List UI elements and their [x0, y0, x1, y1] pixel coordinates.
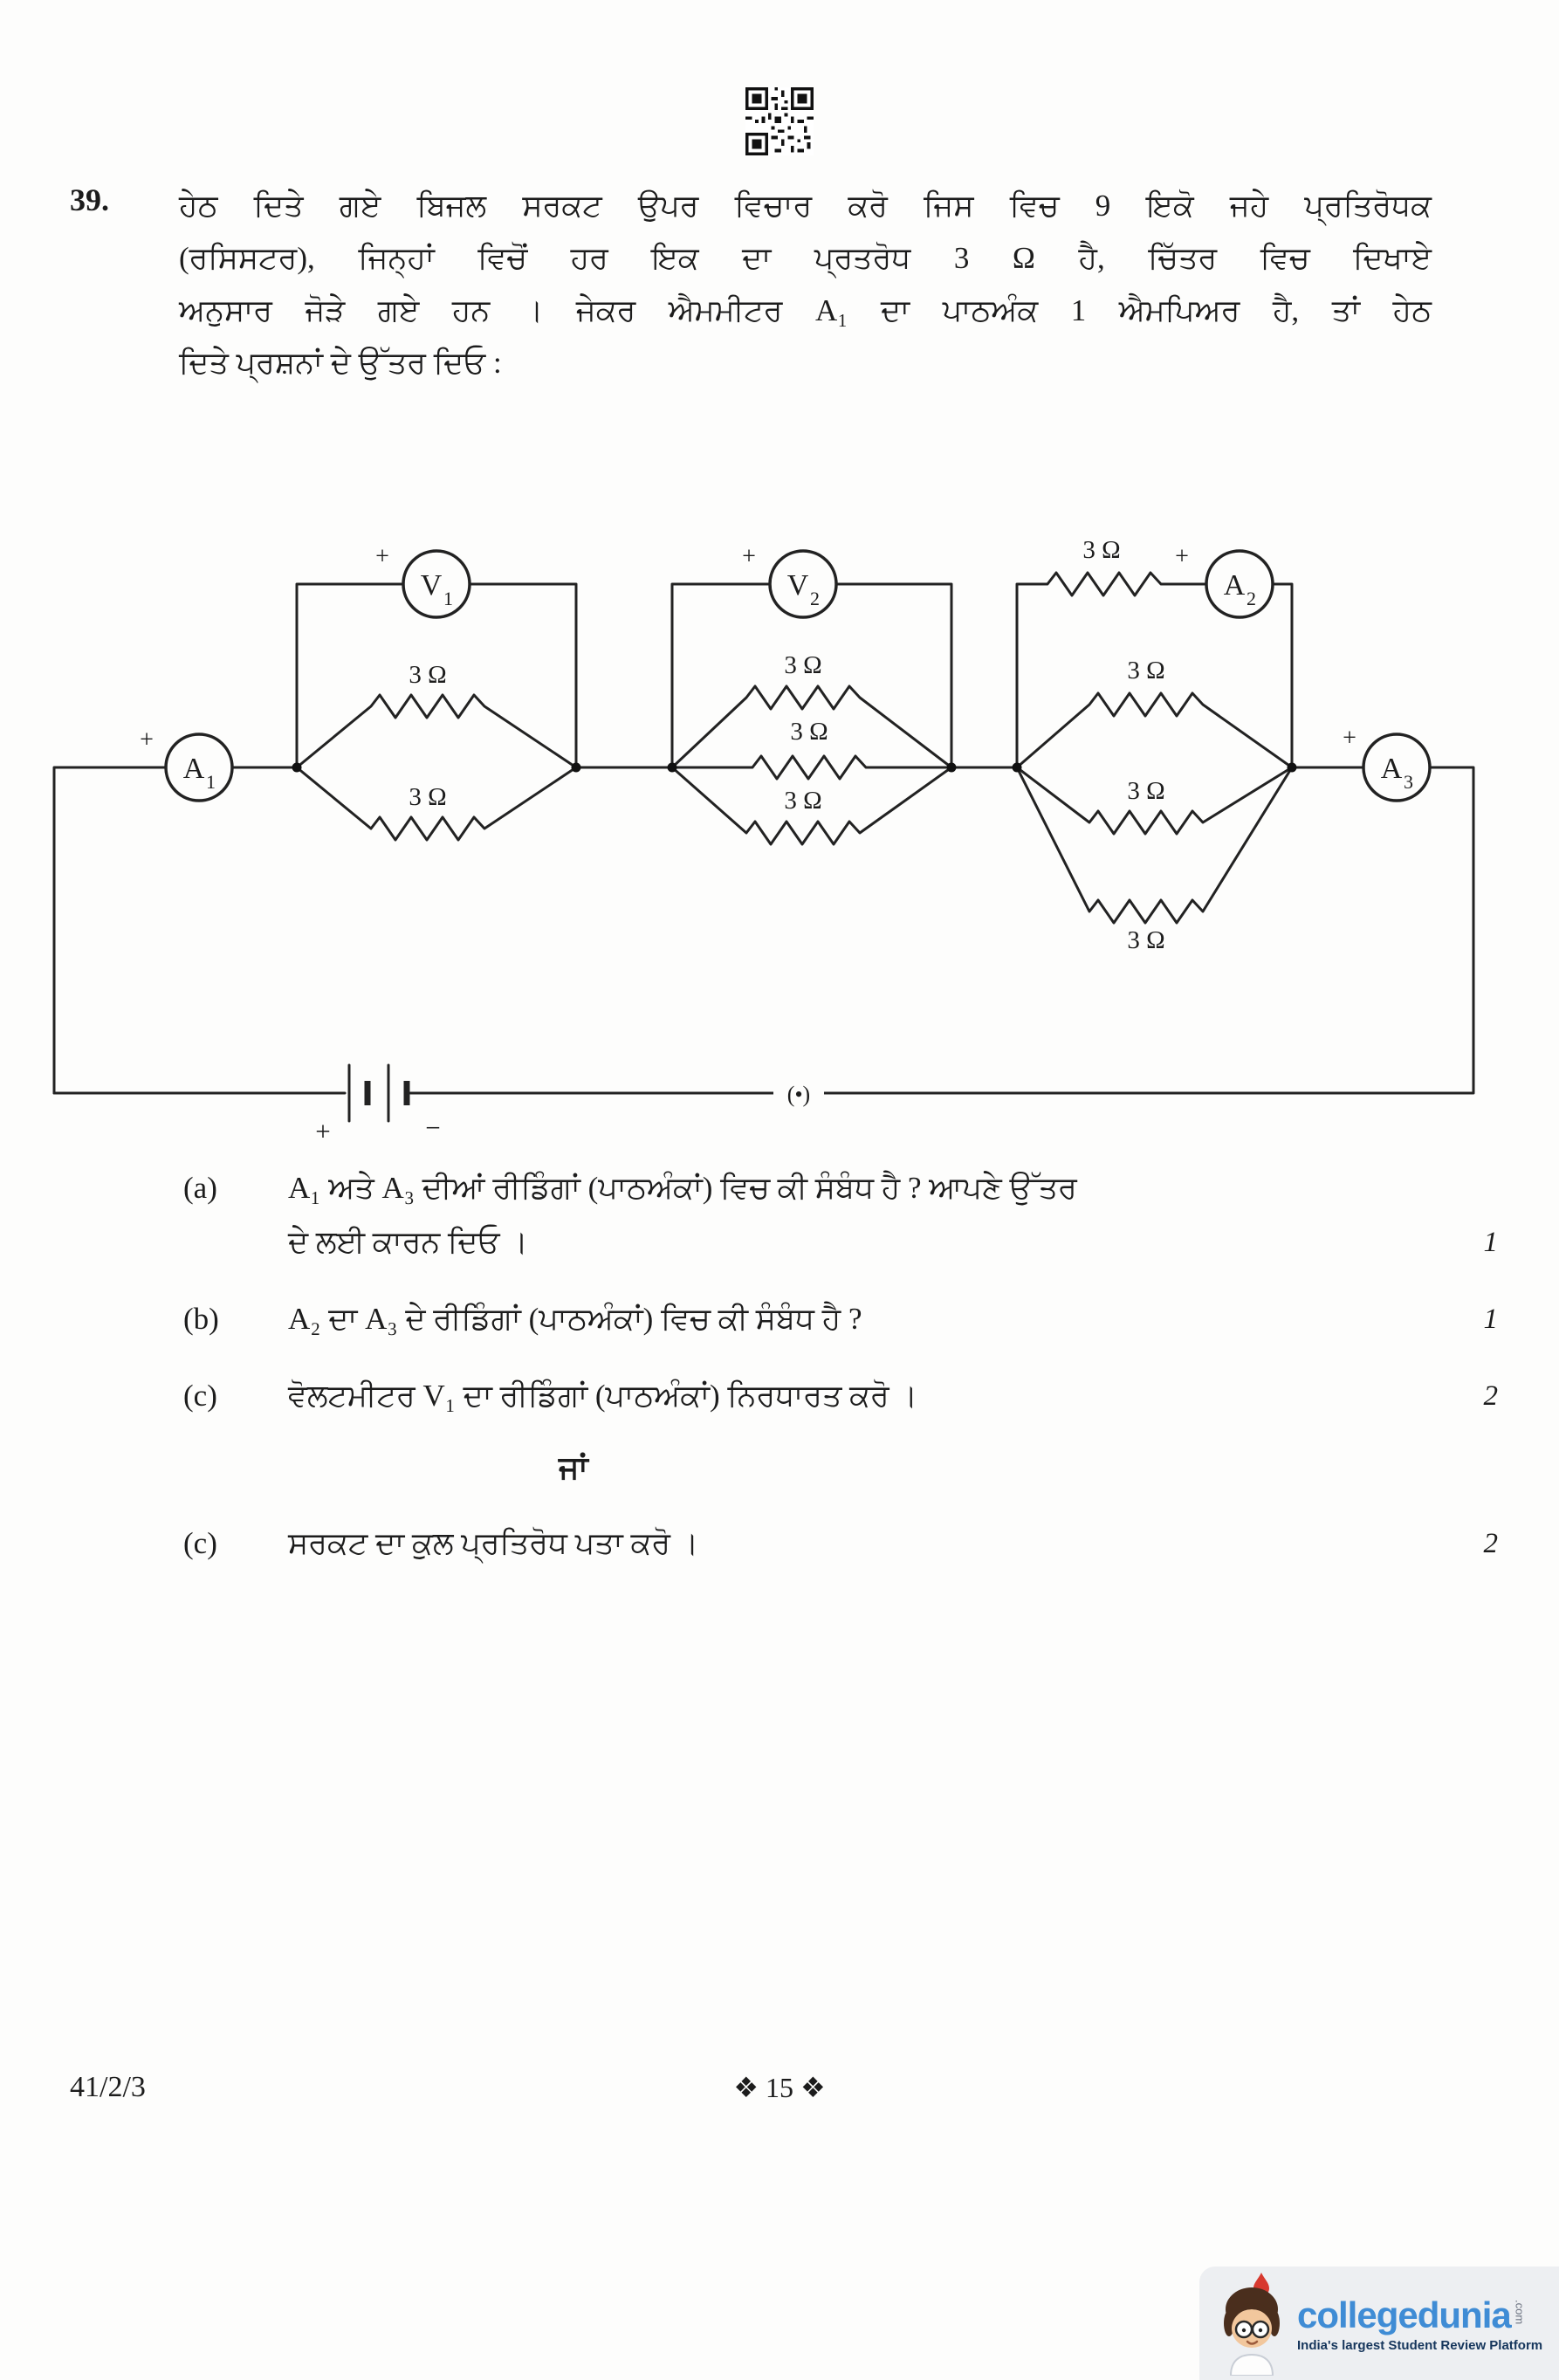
collegedunia-logo: collegedunia .com India's largest Studen… [1199, 2267, 1559, 2380]
resistor-label: 3 Ω [784, 787, 821, 815]
sub-question-line: ਵੋਲਟਮੀਟਰ V₁ ਦਾ ਰੀਡਿੰਗਾਂ (ਪਾਠਅੰਕਾਂ) ਨਿਰਧਾ… [288, 1379, 918, 1413]
plug-key-symbol: (•) [773, 1076, 824, 1111]
ammeter-a3: A 3 + [1343, 725, 1432, 802]
or-separator: ਜਾਂ [559, 1450, 588, 1485]
marks-value: 2 [1483, 1528, 1499, 1559]
voltmeter-v1: V 1 + [375, 543, 471, 619]
resistor-label: 3 Ω [784, 651, 821, 679]
sub-question-text: A₁ ਅਤੇ A₃ ਦੀਆਂ ਰੀਡਿੰਗਾਂ (ਪਾਠਅੰਕਾਂ) ਵਿਚ ਕ… [288, 1161, 1458, 1269]
sub-question-line: A₁ ਅਤੇ A₃ ਦੀਆਂ ਰੀਡਿੰਗਾਂ (ਪਾਠਅੰਕਾਂ) ਵਿਚ ਕ… [288, 1171, 1077, 1205]
sub-question-text: A₂ ਦਾ A₃ ਦੇ ਰੀਡਿੰਗਾਂ (ਪਾਠਅੰਕਾਂ) ਵਿਚ ਕੀ ਸ… [288, 1292, 1458, 1346]
plug-key-label: (•) [787, 1082, 810, 1107]
voltmeter-v1-plus: + [375, 543, 389, 570]
ammeter-a3-subscript: 3 [1404, 771, 1413, 793]
ammeter-a2: A 2 + [1175, 543, 1274, 619]
ammeter-a3-plus: + [1343, 725, 1356, 752]
voltmeter-v2: V 2 + [742, 543, 838, 619]
resistor-label: 3 Ω [1127, 777, 1164, 805]
question-line: ਦਿਤੇ ਪ੍ਰਸ਼ਨਾਂ ਦੇ ਉੱਤਰ ਦਿਓ : [179, 346, 502, 380]
ammeter-a1-label: A [183, 753, 205, 785]
sub-question-label: (c) [183, 1526, 217, 1560]
sub-question-line: ਦੇ ਲਈ ਕਾਰਨ ਦਿਓ । [288, 1225, 528, 1259]
resistor-label: 3 Ω [1127, 657, 1164, 684]
resistor-label: 3 Ω [1082, 536, 1120, 564]
sub-question-b: (b) A₂ ਦਾ A₃ ਦੇ ਰੀਡਿੰਗਾਂ (ਪਾਠਅੰਕਾਂ) ਵਿਚ … [183, 1292, 1498, 1346]
question-39: 39. ਹੇਠ ਦਿਤੇ ਗਏ ਬਿਜਲ ਸਰਕਟ ਉਪਰ ਵਿਚਾਰ ਕਰੋ … [70, 180, 1498, 389]
junction-nodes [292, 762, 1297, 773]
battery-plus-label: + [315, 1116, 330, 1138]
voltmeter-v2-plus: + [742, 543, 756, 570]
resistor-label: 3 Ω [1127, 926, 1164, 954]
page-number: ❖ 15 ❖ [733, 2072, 826, 2103]
ammeter-a2-subscript: 2 [1247, 588, 1256, 609]
brand-suffix: .com [1513, 2299, 1527, 2324]
resistor-labels: 3 Ω 3 Ω 3 Ω 3 Ω 3 Ω 3 Ω 3 Ω 3 Ω 3 Ω [409, 536, 1164, 954]
sub-question-list: (a) A₁ ਅਤੇ A₃ ਦੀਆਂ ਰੀਡਿੰਗਾਂ (ਪਾਠਅੰਕਾਂ) ਵ… [183, 1161, 1498, 1571]
sub-question-label: (b) [183, 1302, 219, 1336]
voltmeter-v2-label: V [787, 569, 809, 602]
paper-code: 41/2/3 [70, 2071, 146, 2103]
marks-value: 1 [1483, 1227, 1499, 1258]
marks-value: 2 [1483, 1380, 1499, 1412]
ammeter-a1: A 1 + [140, 726, 234, 802]
voltmeter-v2-subscript: 2 [810, 588, 820, 609]
ammeter-a1-subscript: 1 [206, 771, 216, 793]
question-text: ਹੇਠ ਦਿਤੇ ਗਏ ਬਿਜਲ ਸਰਕਟ ਉਪਰ ਵਿਚਾਰ ਕਰੋ ਜਿਸ … [179, 180, 1432, 389]
ammeter-a2-plus: + [1175, 543, 1189, 570]
sub-question-text: ਵੋਲਟਮੀਟਰ V₁ ਦਾ ਰੀਡਿੰਗਾਂ (ਪਾਠਅੰਕਾਂ) ਨਿਰਧਾ… [288, 1369, 1458, 1423]
brand-name: collegedunia [1297, 2294, 1512, 2335]
sub-question-c: (c) ਵੋਲਟਮੀਟਰ V₁ ਦਾ ਰੀਡਿੰਗਾਂ (ਪਾਠਅੰਕਾਂ) ਨ… [183, 1369, 1498, 1423]
battery-symbol: + − [315, 1063, 441, 1138]
resistor-label: 3 Ω [409, 783, 446, 811]
circuit-diagram: + − (•) A 1 + V 1 + [0, 527, 1559, 1138]
ammeter-a1-plus: + [140, 726, 154, 753]
ammeter-a3-label: A [1381, 753, 1403, 785]
question-line: ਅਨੁਸਾਰ ਜੋੜੇ ਗਏ ਹਨ । ਜੇਕਰ ਐਮਮੀਟਰ A₁ ਦਾ ਪਾ… [179, 293, 1432, 327]
sub-question-c-alternative: (c) ਸਰਕਟ ਦਾ ਕੁਲ ਪ੍ਰਤਿਰੋਧ ਪਤਾ ਕਰੋ । 2 [183, 1517, 1498, 1571]
collegedunia-mascot [1224, 2273, 1280, 2376]
resistor-label: 3 Ω [790, 718, 828, 746]
resistor-label: 3 Ω [409, 661, 446, 689]
sub-question-label: (a) [183, 1171, 217, 1205]
question-line: ਹੇਠ ਦਿਤੇ ਗਏ ਬਿਜਲ ਸਰਕਟ ਉਪਰ ਵਿਚਾਰ ਕਰੋ ਜਿਸ … [179, 189, 1432, 223]
sub-question-label: (c) [183, 1379, 217, 1413]
sub-question-text: ਸਰਕਟ ਦਾ ਕੁਲ ਪ੍ਰਤਿਰੋਧ ਪਤਾ ਕਰੋ । [288, 1517, 1458, 1571]
voltmeter-v1-label: V [421, 569, 443, 602]
sub-question-line: ਸਰਕਟ ਦਾ ਕੁਲ ਪ੍ਰਤਿਰੋਧ ਪਤਾ ਕਰੋ । [288, 1526, 699, 1560]
circuit-wires [52, 571, 1475, 1095]
battery-minus-label: − [425, 1112, 440, 1138]
brand-tagline: India's largest Student Review Platform [1297, 2337, 1543, 2353]
voltmeter-v1-subscript: 1 [443, 588, 453, 609]
sub-question-a: (a) A₁ ਅਤੇ A₃ ਦੀਆਂ ਰੀਡਿੰਗਾਂ (ਪਾਠਅੰਕਾਂ) ਵ… [183, 1161, 1498, 1269]
question-number: 39. [70, 182, 109, 217]
ammeter-a2-label: A [1224, 569, 1246, 602]
sub-question-line: A₂ ਦਾ A₃ ਦੇ ਰੀਡਿੰਗਾਂ (ਪਾਠਅੰਕਾਂ) ਵਿਚ ਕੀ ਸ… [288, 1302, 862, 1336]
marks-value: 1 [1483, 1303, 1499, 1335]
qr-code [745, 87, 814, 155]
question-line: (ਰਸਿਸਟਰ), ਜਿਨ੍ਹਾਂ ਵਿਚੋਂ ਹਰ ਇਕ ਦਾ ਪ੍ਰਤਰੋਧ… [179, 241, 1432, 275]
page-footer: 41/2/3 ❖ 15 ❖ [0, 2071, 1559, 2115]
